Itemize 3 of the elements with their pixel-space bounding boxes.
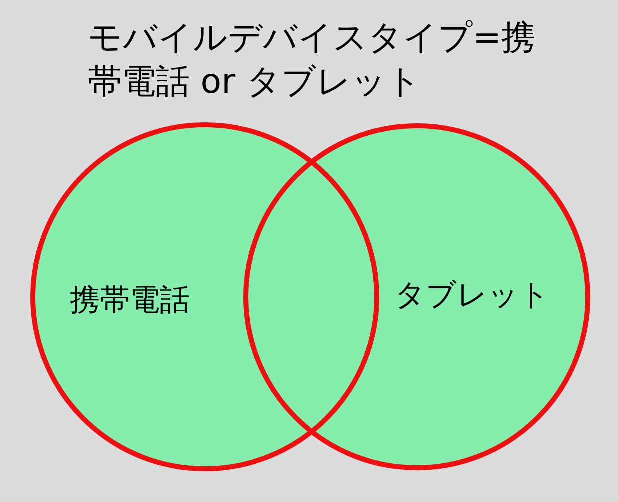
set-label: 携帯電話 xyxy=(70,282,190,320)
title: モバイルデバイスタイプ=携帯電話 or タブレット xyxy=(88,17,536,104)
set-label: タブレット xyxy=(395,277,550,315)
